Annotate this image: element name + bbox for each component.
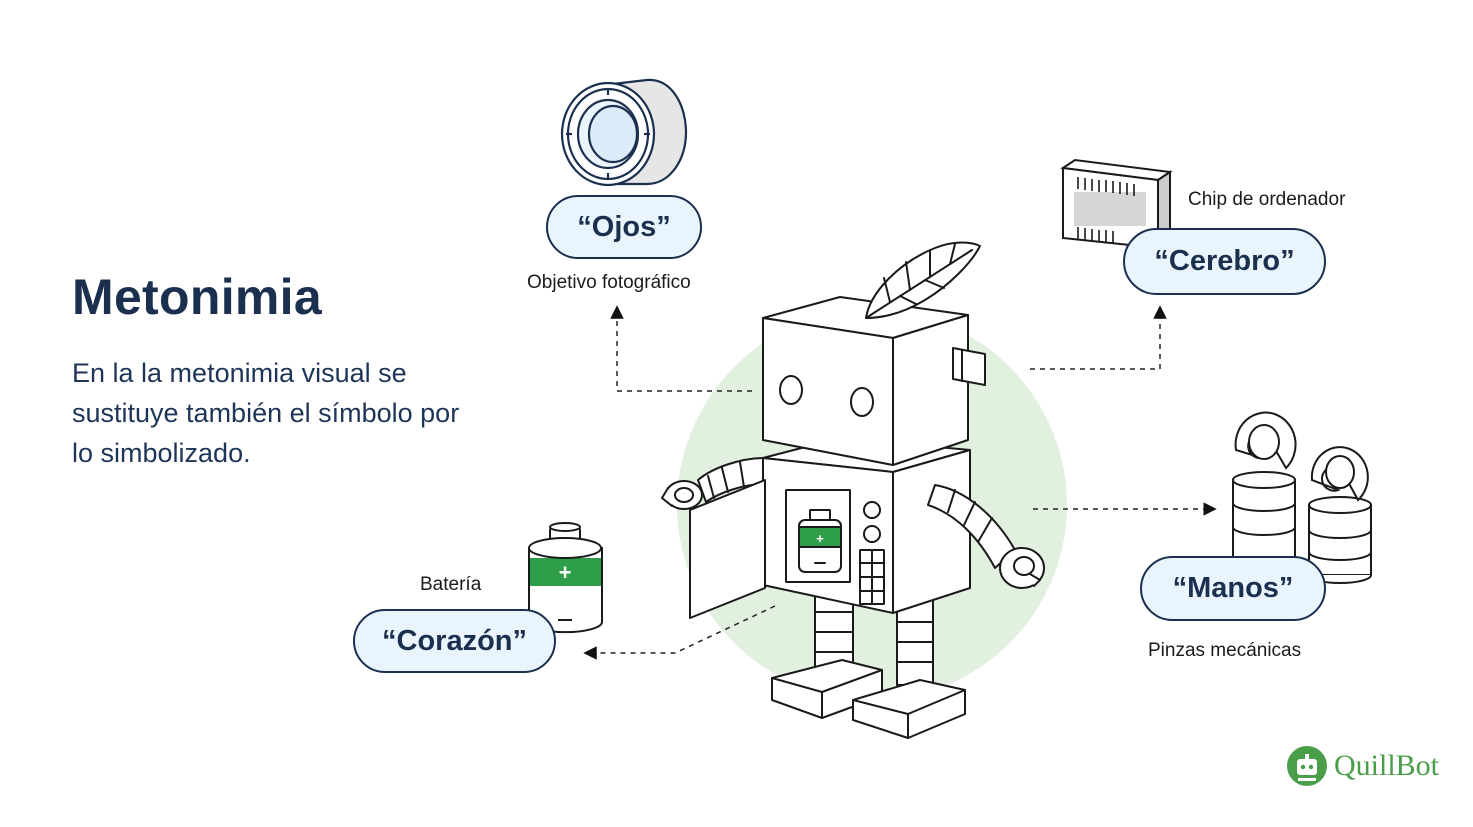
computer-chip-icon bbox=[1060, 158, 1173, 251]
label-pill-eyes: “Ojos” bbox=[546, 195, 702, 259]
robot-head bbox=[762, 296, 986, 466]
label-pill-heart-text: “Corazón” bbox=[382, 624, 527, 657]
quillbot-logo-icon bbox=[1287, 746, 1327, 786]
robot-inner-battery: + bbox=[798, 509, 842, 573]
quillbot-logo-text: QuillBot bbox=[1334, 749, 1440, 782]
connector-brain bbox=[1030, 305, 1167, 370]
svg-text:+: + bbox=[816, 531, 824, 546]
label-pill-brain-text: “Cerebro” bbox=[1154, 245, 1295, 277]
camera-lens-icon bbox=[560, 78, 688, 187]
caption-computer-chip: Chip de ordenador bbox=[1188, 189, 1346, 210]
feather-icon bbox=[865, 241, 981, 319]
label-pill-brain: “Cerebro” bbox=[1123, 228, 1326, 295]
description-text: En la la metonimia visual se sustituye t… bbox=[72, 358, 460, 468]
label-pill-hands-text: “Manos” bbox=[1172, 572, 1294, 604]
quillbot-logo: QuillBot bbox=[1286, 745, 1439, 787]
page-title: Metonimia bbox=[72, 269, 322, 325]
label-pill-eyes-text: “Ojos” bbox=[577, 210, 671, 243]
robot-illustration: + bbox=[661, 241, 1045, 739]
caption-mechanical-pincers: Pinzas mecánicas bbox=[1148, 640, 1302, 661]
caption-battery: Batería bbox=[420, 574, 482, 595]
label-pill-hands: “Manos” bbox=[1140, 556, 1326, 621]
caption-camera-lens: Objetivo fotográfico bbox=[527, 272, 691, 293]
label-pill-heart: “Corazón” bbox=[353, 609, 556, 673]
svg-text:+: + bbox=[559, 560, 572, 585]
connector-eyes bbox=[610, 305, 752, 392]
robot-right-arm bbox=[927, 484, 1045, 589]
battery-icon: + bbox=[528, 522, 603, 634]
connector-heart bbox=[583, 605, 776, 660]
robot-left-arm bbox=[661, 457, 766, 510]
